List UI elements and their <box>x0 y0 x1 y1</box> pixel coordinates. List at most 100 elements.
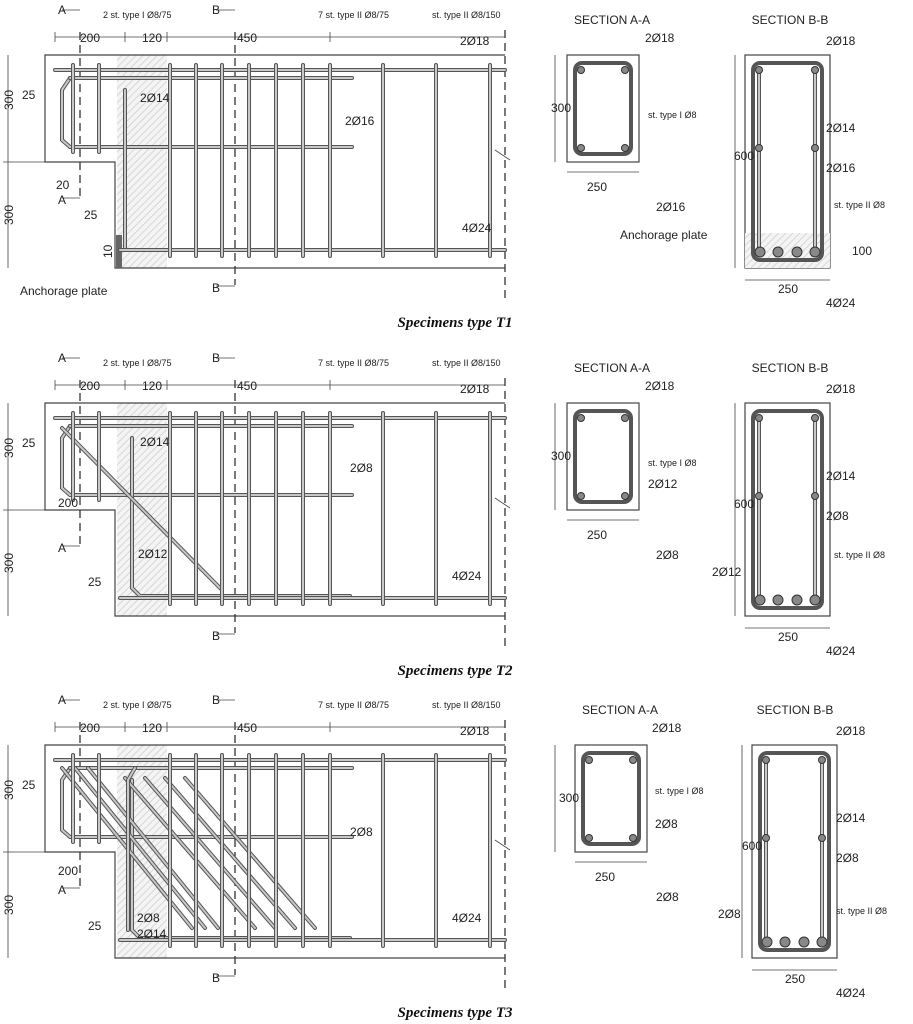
label-m3: Anchorage plate <box>620 228 708 242</box>
rebar-dot <box>755 144 763 152</box>
label-l4: 2Ø12 <box>138 547 168 561</box>
label-d120: 120 <box>142 379 162 393</box>
rebar-dot <box>621 144 629 152</box>
rebar-dot <box>629 834 637 842</box>
label-bot: 4Ø24 <box>826 644 856 658</box>
label-l3: 2Ø8 <box>137 911 160 925</box>
stirrup <box>758 751 831 952</box>
label-st: st. type II Ø8 <box>834 200 885 210</box>
rebar-dot <box>577 414 585 422</box>
rebar-4d24 <box>791 594 803 606</box>
rebar-dot <box>762 834 770 842</box>
bar-middle <box>60 424 354 497</box>
label-c25: 25 <box>22 436 36 450</box>
stirrup <box>751 409 824 610</box>
label-h2: 300 <box>2 205 16 225</box>
rebar-dot <box>755 66 763 74</box>
stirrup <box>581 751 641 846</box>
label-a1: A <box>58 693 66 707</box>
label-st1: 2 st. type I Ø8/75 <box>103 10 172 20</box>
label-b2: B <box>212 629 220 643</box>
label-st3: st. type II Ø8/150 <box>432 700 501 710</box>
label-bot: 4Ø24 <box>452 569 482 583</box>
label-bot: 2Ø16 <box>656 200 686 214</box>
label-st2: 7 st. type II Ø8/75 <box>318 10 389 20</box>
label-h: 600 <box>734 497 754 511</box>
label-bot: 4Ø24 <box>836 986 866 1000</box>
label-st: st. type I Ø8 <box>655 786 704 796</box>
label-top: 2Ø18 <box>460 382 490 396</box>
break-mark <box>494 497 511 509</box>
rebar-dot <box>621 492 629 500</box>
label-top: 2Ø18 <box>836 724 866 738</box>
label-m1: 2Ø14 <box>826 469 856 483</box>
label-w: 250 <box>587 180 607 194</box>
label-l4: 25 <box>84 208 98 222</box>
label-l1: 2Ø14 <box>140 91 170 105</box>
label-bot: 4Ø24 <box>826 296 856 310</box>
stirrup <box>751 61 824 262</box>
rebar-4d24 <box>779 936 791 948</box>
label-m1: 2Ø8 <box>655 817 678 831</box>
label-bot: 4Ø24 <box>452 911 482 925</box>
rebar-4d24 <box>816 936 828 948</box>
rebar-dot <box>629 756 637 764</box>
label-l4: 2Ø14 <box>137 927 167 941</box>
label-st2: 7 st. type II Ø8/75 <box>318 700 389 710</box>
label-top: 2Ø18 <box>645 31 675 45</box>
bar-column-hook <box>126 766 137 932</box>
label-b1: B <box>212 3 220 17</box>
label-w: 250 <box>587 528 607 542</box>
label-top: 2Ø18 <box>826 382 856 396</box>
label-h1: 300 <box>2 90 16 110</box>
stirrup <box>573 61 633 156</box>
label-l1: 2Ø14 <box>140 435 170 449</box>
label-d200: 200 <box>80 379 100 393</box>
label-b1: B <box>212 693 220 707</box>
label-m1: 2Ø12 <box>648 477 678 491</box>
label-l1: 2Ø8 <box>350 825 373 839</box>
rebar-4d24 <box>761 936 773 948</box>
label-a2: A <box>58 193 66 207</box>
label-d450: 450 <box>237 721 257 735</box>
rebar-dot <box>621 414 629 422</box>
rebar-dot <box>811 414 819 422</box>
rebar-4d24 <box>791 246 803 258</box>
label-top: 2Ø18 <box>645 379 675 393</box>
rebar-dot <box>811 492 819 500</box>
rebar-4d24 <box>754 246 766 258</box>
label-st3: st. type II Ø8/150 <box>432 10 501 20</box>
rebar-dot <box>755 414 763 422</box>
stirrup <box>573 409 633 504</box>
label-d450: 450 <box>237 31 257 45</box>
label-l5: 25 <box>88 575 102 589</box>
rebar-4d24 <box>772 246 784 258</box>
bar-2d16 <box>60 76 354 149</box>
label-bot: 2Ø8 <box>656 890 679 904</box>
label-l2: 200 <box>58 864 78 878</box>
rebar-dot <box>577 492 585 500</box>
label-m4: 100 <box>852 244 872 258</box>
diagonal-bar <box>163 776 297 930</box>
label-h2: 300 <box>2 553 16 573</box>
label-h1: 300 <box>2 438 16 458</box>
label-h: 300 <box>551 101 571 115</box>
specimen-caption: Specimens type T1 <box>398 315 513 331</box>
label-h: 600 <box>742 839 762 853</box>
rebar-4d24 <box>772 594 784 606</box>
label-c25: 25 <box>22 778 36 792</box>
label-h: 300 <box>551 449 571 463</box>
label-title: SECTION B-B <box>757 703 834 717</box>
label-l5: 25 <box>88 919 102 933</box>
label-m2: 2Ø8 <box>836 851 859 865</box>
rebar-dot <box>811 66 819 74</box>
rebar-dot <box>577 66 585 74</box>
